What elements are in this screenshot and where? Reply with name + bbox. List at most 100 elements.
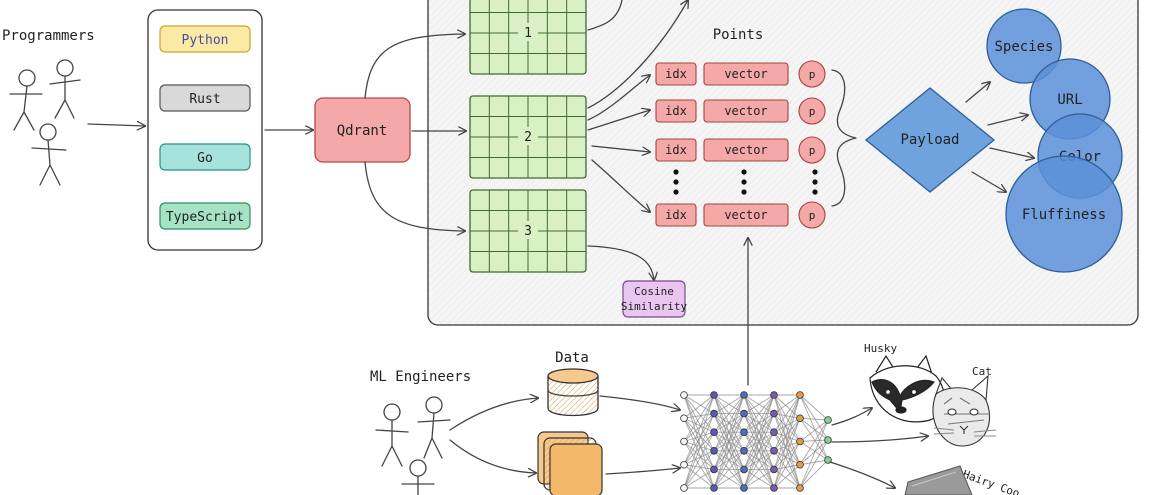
points-brace [831,69,857,207]
nn-node [740,391,748,399]
programmers-label: Programmers [2,28,95,44]
nn-node [796,437,804,446]
nn-node [680,460,688,469]
nn-node [770,428,778,437]
point-vector: vector [724,208,767,222]
hairy-coo-image [904,465,973,495]
husky-image [869,354,945,423]
ml-engineers-figures [375,396,451,495]
sdk-box [147,9,263,251]
nn-node [710,446,718,455]
point-payload: p [809,68,816,81]
point-row[interactable]: idx vector p [655,136,826,164]
point-idx-box [655,138,697,162]
points-ellipsis [673,169,818,195]
point-row[interactable]: idx vector p [655,201,826,229]
payload-field-label: Fluffiness [1022,207,1106,223]
nn-node [680,391,688,399]
nn-node [796,484,804,492]
point-payload: p [809,144,816,157]
nn-node [710,409,718,418]
cosine-line2: Similarity [621,300,688,313]
point-idx: idx [665,67,687,81]
nn-node [740,465,748,474]
output-label-husky: Husky [864,342,897,355]
point-vector-box [703,203,789,227]
payload-label: Payload [900,132,959,148]
output-label-cat: Cat [972,365,992,378]
nn-node [770,465,778,474]
sdk-label: Python [182,33,229,48]
nn-node [710,465,718,474]
point-payload-circle [798,60,826,88]
nn-node [824,416,832,424]
nn-node [770,391,778,399]
point-payload: p [809,209,816,222]
point-payload: p [809,105,816,118]
point-vector: vector [724,104,767,118]
point-idx-box [655,62,697,86]
nn-node [770,484,778,492]
sdk-python[interactable]: Python [159,25,251,53]
cosine-similarity-box [622,280,686,318]
point-idx: idx [665,104,687,118]
nn-node [740,484,748,492]
sdk-typescript[interactable]: TypeScript [159,202,251,230]
point-payload-circle [798,201,826,229]
qdrant-label: Qdrant [337,123,388,139]
collection-2[interactable]: 2 [469,95,587,179]
sdk-label: Rust [189,92,220,107]
ml-engineers-label: ML Engineers [370,369,471,385]
sdk-label: Go [197,151,213,166]
nn-node [740,409,748,418]
nn-node [740,446,748,455]
point-idx: idx [665,143,687,157]
database-icon [547,368,599,417]
qdrant-node[interactable] [314,97,411,163]
cosine-line1: Cosine [634,285,674,298]
nn-node [796,460,804,469]
nn-node [796,414,804,423]
nn-node [680,414,688,423]
programmers-figures [9,59,81,186]
point-row[interactable]: idx vector p [655,97,826,125]
nn-node [710,391,718,399]
point-idx-box [655,99,697,123]
point-payload-circle [798,136,826,164]
nn-node [680,437,688,446]
sdk-label: TypeScript [166,210,244,225]
point-row[interactable]: idx vector p [655,60,826,88]
nn-node [796,391,804,399]
nn-node [770,446,778,455]
point-idx: idx [665,208,687,222]
sdk-go[interactable]: Go [159,143,251,171]
payload-field-species[interactable]: Species [986,8,1062,84]
nn-node [710,484,718,492]
nn-node [710,428,718,437]
collection-label: 2 [524,130,532,145]
collection-3[interactable]: 3 [469,189,587,273]
point-vector: vector [724,143,767,157]
point-vector: vector [724,67,767,81]
point-vector-box [703,62,789,86]
sdk-rust[interactable]: Rust [159,84,251,112]
point-vector-box [703,138,789,162]
point-payload-circle [798,97,826,125]
dataset-stack-icon [537,431,603,495]
nn-node [740,428,748,437]
nn-node [770,409,778,418]
payload-field-label: URL [1057,92,1082,108]
payload-field-label: Species [994,39,1053,55]
neural-network [680,391,832,492]
nn-node [680,484,688,492]
payload-node[interactable] [864,87,996,193]
data-label: Data [555,350,589,366]
points-title: Points [713,27,764,43]
point-idx-box [655,203,697,227]
cat-image [932,374,997,447]
collection-1[interactable]: 1 [469,0,587,75]
collection-label: 1 [524,26,532,41]
payload-field-fluffiness[interactable]: Fluffiness [1005,155,1123,273]
nn-node [824,436,832,444]
